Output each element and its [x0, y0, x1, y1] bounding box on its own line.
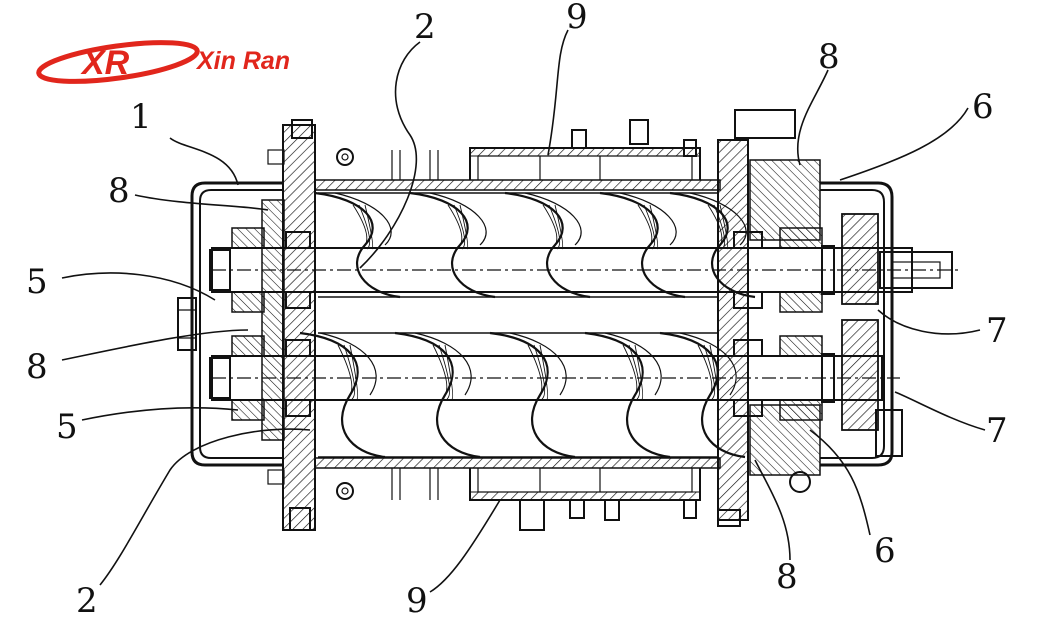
screw-flight-edge [319, 332, 377, 396]
callout-6-top-right: 6 [972, 87, 994, 127]
callout-2-top: 2 [414, 7, 436, 47]
logo-swoosh [36, 40, 200, 84]
screw-shading-line [352, 204, 368, 250]
screw-flight [584, 331, 671, 459]
screw-shading-line [707, 204, 723, 250]
screw-flight [504, 191, 591, 299]
callout-5-left-upper: 5 [26, 262, 48, 302]
brand-logo: XR Xin Ran [36, 40, 290, 84]
logo-name: Xin Ran [195, 47, 290, 75]
screw-flight-edge [414, 332, 472, 396]
screw-shading-line [554, 204, 564, 250]
callout-8-left-upper: 8 [108, 171, 130, 211]
screw-shading-line [643, 204, 656, 250]
screw-shading-line [533, 344, 546, 400]
screw-flight-edge [619, 192, 677, 246]
upper-shaft [209, 247, 960, 293]
screw-shading-line [548, 204, 561, 250]
screw-shading-line [343, 344, 356, 400]
callout-7-right-lower: 7 [986, 411, 1008, 451]
screw-flight [394, 331, 481, 459]
screw-envelope [318, 332, 718, 458]
callout-5-left-lower: 5 [56, 407, 78, 447]
screw-envelope [318, 192, 718, 298]
screw-flight [489, 331, 576, 459]
screw-shading-line [358, 204, 371, 250]
lower-screw-rotor [299, 331, 746, 459]
lower-shaft [209, 355, 900, 401]
screw-flight-edge [334, 192, 392, 246]
screw-shading-line [709, 344, 719, 400]
right-flange-plate [717, 109, 821, 527]
callout-9-bottom: 9 [406, 581, 428, 621]
callout-7-right-upper: 7 [986, 311, 1008, 351]
screw-shading-line [622, 344, 638, 400]
screw-shading-line [719, 204, 729, 250]
screw-shading-line [453, 204, 466, 250]
screw-shading-line [364, 204, 374, 250]
screw-shading-line [432, 344, 448, 400]
screw-shading-line [438, 344, 451, 400]
screw-shading-line [628, 344, 641, 400]
screw-flight-edge [689, 192, 747, 246]
screw-shading-line [697, 344, 713, 400]
left-flange-plate [261, 119, 354, 531]
screw-flight-edge [429, 192, 487, 246]
screw-shading-line [444, 344, 454, 400]
screw-flight [314, 191, 401, 299]
screw-shading-line [349, 344, 359, 400]
right-end-cover [820, 181, 894, 467]
callout-2-bottom: 2 [76, 581, 98, 621]
callout-8-bottom-right: 8 [776, 557, 798, 597]
right-bearings [733, 227, 835, 421]
screw-flight-edge [679, 332, 737, 396]
screw-flight-edge [509, 332, 567, 396]
screw-shading-line [713, 204, 726, 250]
callout-8-top-right: 8 [818, 37, 840, 77]
callout-8-left-lower: 8 [26, 347, 48, 387]
timing-gears [841, 213, 903, 457]
screw-shading-line [637, 204, 653, 250]
logo-mark: XR [80, 44, 130, 82]
screw-flight [409, 191, 496, 299]
screw-shading-line [542, 204, 558, 250]
callout-6-bottom-right: 6 [874, 531, 896, 571]
callout-9-top: 9 [566, 0, 588, 37]
pump-casing [314, 119, 721, 531]
screw-shading-line [539, 344, 549, 400]
screw-shading-line [527, 344, 543, 400]
leader-lines [61, 29, 986, 593]
callout-1: 1 [130, 97, 152, 137]
left-bearings [231, 227, 311, 421]
screw-shading-line [634, 344, 644, 400]
screw-flight [599, 191, 686, 299]
screw-shading-line [703, 344, 716, 400]
screw-flight-edge [524, 192, 582, 246]
callout-labels: 1 2 9 8 6 8 5 8 5 7 7 2 9 8 6 [26, 0, 1008, 621]
screw-flight-edge [604, 332, 662, 396]
upper-screw-rotor [314, 191, 756, 299]
screw-shading-line [649, 204, 659, 250]
screw-shading-line [459, 204, 469, 250]
left-end-cover [177, 181, 282, 467]
screw-shading-line [337, 344, 353, 400]
screw-shading-line [447, 204, 463, 250]
